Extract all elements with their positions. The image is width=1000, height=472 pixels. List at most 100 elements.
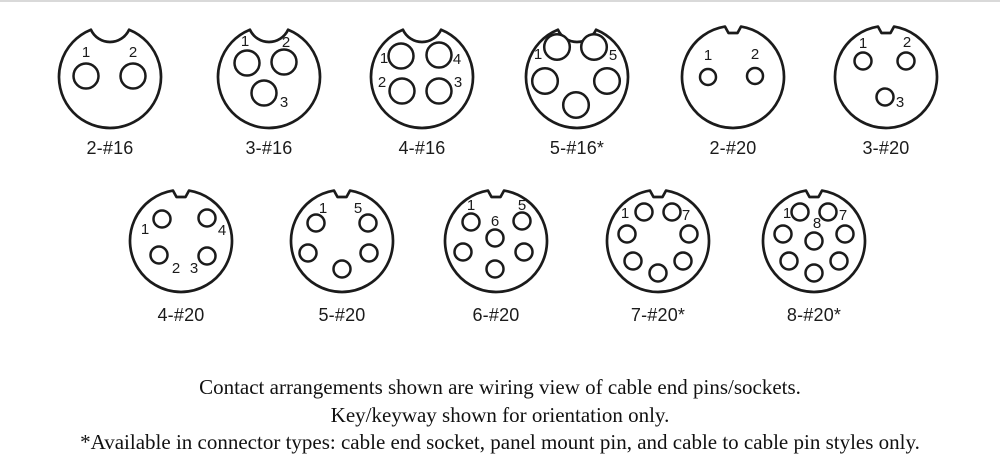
- pin-2: [388, 77, 416, 105]
- pin-2: [119, 62, 147, 90]
- pin-2: [896, 51, 916, 71]
- pin-number-4: 4: [453, 51, 461, 68]
- pin-3: [250, 79, 278, 107]
- pin-number-2: 2: [751, 46, 759, 63]
- pin-3: [561, 90, 591, 120]
- pin-number-1: 1: [783, 205, 791, 222]
- pin-1: [387, 42, 415, 70]
- connector-label-5-16: 5-#16*: [549, 138, 605, 158]
- shell-with-arc-keyway: [216, 28, 322, 130]
- pin-number-1: 1: [534, 46, 542, 63]
- pin-4: [592, 66, 622, 96]
- pin-number-3: 3: [454, 74, 462, 91]
- shell-with-tab-keyway: [833, 25, 939, 130]
- pin-2: [149, 245, 169, 265]
- pin-1: [790, 202, 810, 222]
- pin-1: [233, 49, 261, 77]
- connector-face-6-20: 1 5 6: [443, 189, 549, 294]
- top-border-line: [0, 0, 1000, 2]
- pin-number-2: 2: [282, 34, 290, 51]
- pin-1: [72, 62, 100, 90]
- pin-number-2: 2: [172, 260, 180, 277]
- pin-number-7: 7: [839, 207, 847, 224]
- pin-5: [829, 251, 849, 271]
- connector-label-2-16: 2-#16: [86, 138, 134, 158]
- pin-4: [648, 263, 668, 283]
- pin-3: [623, 251, 643, 271]
- pin-number-5: 5: [518, 197, 526, 214]
- shell-with-tab-keyway: [128, 189, 234, 294]
- caption-line-wiring-view: Contact arrangements shown are wiring vi…: [199, 375, 801, 399]
- pin-2: [298, 243, 318, 263]
- pin-3: [485, 259, 505, 279]
- shell-with-arc-keyway: [57, 28, 163, 130]
- connector-label-5-20: 5-#20: [318, 305, 366, 325]
- pin-1: [698, 67, 718, 87]
- pin-number-5: 5: [354, 200, 362, 217]
- caption: Contact arrangements shown are wiring vi…: [0, 374, 1000, 457]
- pin-1: [853, 51, 873, 71]
- pin-3: [197, 246, 217, 266]
- pin-number-1: 1: [82, 44, 90, 61]
- connector-label-8-20: 8-#20*: [786, 305, 842, 325]
- pin-3: [332, 259, 352, 279]
- pin-4: [197, 208, 217, 228]
- connector-label-2-20: 2-#20: [709, 138, 757, 158]
- connector-label-6-20: 6-#20: [472, 305, 520, 325]
- pin-2: [745, 66, 765, 86]
- pin-1: [634, 202, 654, 222]
- pin-1: [461, 212, 481, 232]
- pin-number-3: 3: [190, 260, 198, 277]
- pin-number-6: 6: [491, 213, 499, 230]
- pin-6: [485, 228, 505, 248]
- pin-2: [530, 66, 560, 96]
- shell-with-tab-keyway: [680, 25, 786, 130]
- pin-number-1: 1: [241, 33, 249, 50]
- pin-number-2: 2: [903, 34, 911, 51]
- pin-number-3: 3: [896, 94, 904, 111]
- connector-label-3-16: 3-#16: [245, 138, 293, 158]
- pin-6: [835, 224, 855, 244]
- pin-1: [152, 209, 172, 229]
- pin-number-3: 3: [280, 94, 288, 111]
- pin-2: [270, 48, 298, 76]
- pin-3: [425, 77, 453, 105]
- connector-label-3-20: 3-#20: [862, 138, 910, 158]
- connector-label-7-20: 7-#20*: [630, 305, 686, 325]
- pin-number-1: 1: [467, 197, 475, 214]
- pin-4: [359, 243, 379, 263]
- connector-6-20: 1 5 6: [431, 176, 561, 306]
- pin-number-5: 5: [609, 47, 617, 64]
- connector-3-16: 1 2 3: [204, 12, 334, 142]
- pin-7: [662, 202, 682, 222]
- pin-1: [542, 32, 572, 62]
- pin-5: [358, 213, 378, 233]
- pin-2: [453, 242, 473, 262]
- pin-4: [514, 242, 534, 262]
- pin-number-2: 2: [378, 74, 386, 91]
- pin-number-4: 4: [218, 222, 226, 239]
- pin-4: [425, 41, 453, 69]
- connector-label-4-16: 4-#16: [398, 138, 446, 158]
- pin-number-1: 1: [319, 200, 327, 217]
- pin-number-1: 1: [141, 221, 149, 238]
- pin-number-1: 1: [704, 47, 712, 64]
- pin-7: [818, 202, 838, 222]
- pin-6: [679, 224, 699, 244]
- pin-1: [306, 213, 326, 233]
- pin-number-2: 2: [129, 44, 137, 61]
- pin-5: [579, 32, 609, 62]
